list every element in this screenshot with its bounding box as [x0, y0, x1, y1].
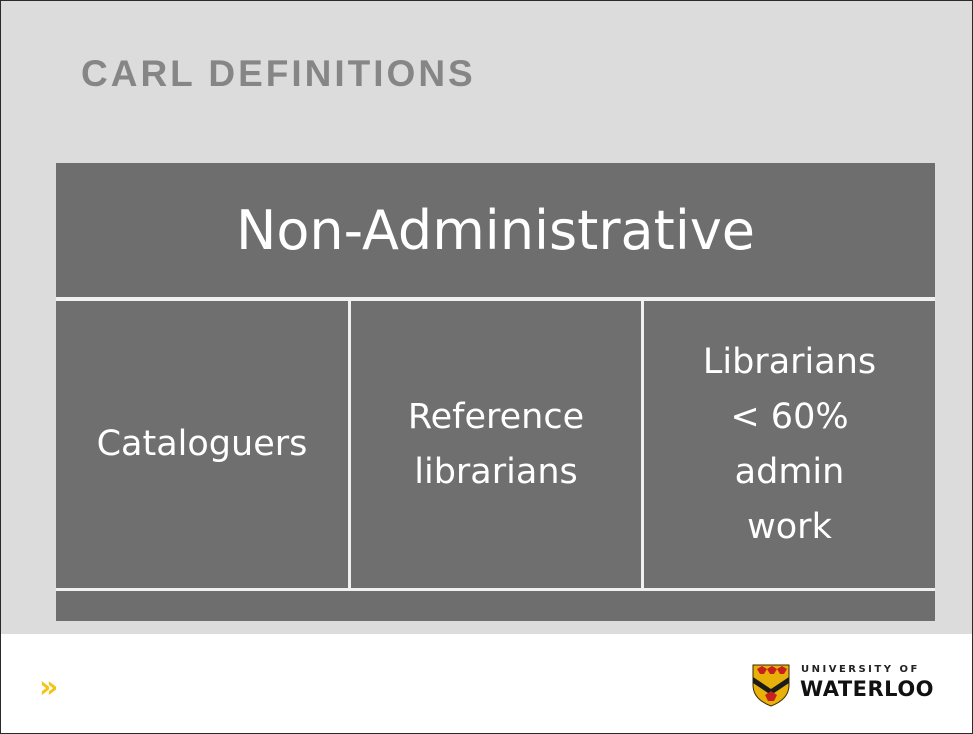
cell-label: Librarians < 60% admin work	[702, 341, 877, 547]
cell-divider	[348, 301, 351, 588]
waterloo-crest-icon	[752, 664, 790, 707]
cell-librarians-admin: Librarians < 60% admin work	[644, 301, 935, 588]
logo-text-university-of: UNIVERSITY OF	[801, 664, 920, 675]
university-logo: UNIVERSITY OF WATERLOO	[751, 661, 951, 707]
definition-diagram: Non-Administrative Cataloguers Reference…	[56, 163, 935, 621]
cell-label: Reference librarians	[407, 396, 585, 492]
cell-cataloguers: Cataloguers	[56, 301, 348, 588]
separator-line	[56, 588, 935, 591]
bottom-bar	[56, 591, 935, 621]
chevron-icon: »	[39, 670, 59, 705]
header-label: Non-Administrative	[235, 198, 755, 262]
slide-title: CARL DEFINITIONS	[81, 53, 476, 94]
separator-line	[56, 297, 935, 301]
cell-divider	[641, 301, 644, 588]
header-box: Non-Administrative	[56, 163, 935, 297]
cell-label: Cataloguers	[96, 424, 308, 464]
logo-text-waterloo: WATERLOO	[800, 677, 935, 701]
cell-reference-librarians: Reference librarians	[351, 301, 641, 588]
